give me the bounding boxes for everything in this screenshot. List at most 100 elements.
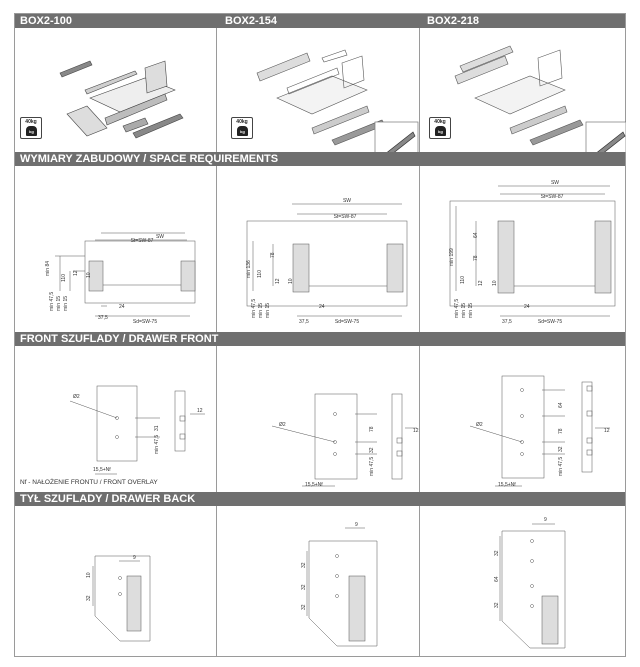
label-min47-5: min 47,5: [558, 457, 564, 476]
back-drawing-box2-154: 9 32 32 32: [301, 522, 378, 647]
column-title-box2-100: BOX2-100: [20, 15, 72, 27]
front-overlay-note: Nf - NAŁOŻENIE FRONTU / FRONT OVERLAY: [20, 479, 158, 486]
label-32: 32: [558, 446, 564, 452]
label-min47-5: min 47,5: [154, 435, 160, 454]
label-min136: min 136: [246, 260, 252, 278]
label-15-5-nf: 15,5+Nf: [93, 467, 111, 473]
label-31: 31: [154, 425, 160, 431]
space-drawing-box2-154: SW St=SW-87 Sd=SW-75 min 136 110 78 12 1…: [246, 198, 408, 325]
label-24: 24: [524, 304, 530, 310]
label-110: 110: [257, 270, 263, 278]
label-64: 64: [473, 232, 479, 238]
label-15-5-nf: 15,5+Nf: [498, 482, 516, 488]
label-12: 12: [275, 278, 281, 284]
label-diameter: Ø2: [73, 394, 80, 400]
label-32-b: 32: [494, 602, 500, 608]
label-12: 12: [197, 408, 203, 414]
label-32-a: 32: [301, 562, 307, 568]
label-min15a: min 15: [461, 303, 467, 318]
badge-weight: 40kg: [25, 119, 37, 125]
label-9: 9: [133, 555, 136, 561]
label-min15a: min 15: [56, 296, 62, 311]
column-title-box2-218: BOX2-218: [427, 15, 479, 27]
front-drawing-box2-154: Ø2 12 78 32 min 47,5 15,5+Nf: [271, 393, 419, 488]
label-32-a: 32: [494, 550, 500, 556]
label-min15a: min 15: [258, 303, 264, 318]
label-st: St=SW-87: [334, 214, 357, 220]
section-title-back: TYŁ SZUFLADY / DRAWER BACK: [20, 493, 196, 505]
badge-weight: 40kg: [434, 119, 446, 125]
label-24: 24: [319, 304, 325, 310]
header-bar: BOX2-100 BOX2-154 BOX2-218: [15, 14, 625, 28]
label-78: 78: [473, 255, 479, 261]
label-9: 9: [544, 517, 547, 523]
label-37-5: 37,5: [299, 319, 309, 325]
label-sw: SW: [156, 234, 164, 240]
column-title-box2-154: BOX2-154: [225, 15, 277, 27]
label-min47-5: min 47,5: [369, 457, 375, 476]
label-12: 12: [604, 428, 610, 434]
load-badge-box2-154: 40kg kg: [231, 117, 253, 139]
label-32: 32: [86, 595, 92, 601]
label-min15b: min 15: [468, 303, 474, 318]
label-min15b: min 15: [63, 296, 69, 311]
front-drawing-box2-218: Ø2 12 64 78 32 min 47,5 15,5+Nf: [469, 375, 610, 488]
label-min47: min 47,5: [49, 292, 55, 311]
label-32-c: 32: [301, 604, 307, 610]
exploded-drawing-box2-218: [454, 45, 626, 152]
label-sd: Sd=SW-75: [335, 319, 359, 325]
label-64: 64: [558, 402, 564, 408]
label-min199: min 199: [449, 248, 455, 266]
section-title-space: WYMIARY ZABUDOWY / SPACE REQUIREMENTS: [20, 153, 279, 165]
section-bar-space: WYMIARY ZABUDOWY / SPACE REQUIREMENTS: [15, 152, 625, 166]
label-12: 12: [478, 280, 484, 286]
load-badge-box2-100: 40kg kg: [20, 117, 42, 139]
label-37-5: 37,5: [502, 319, 512, 325]
label-10: 10: [492, 280, 498, 286]
label-12: 12: [73, 270, 79, 276]
label-9: 9: [355, 522, 358, 528]
label-diameter: Ø2: [279, 422, 286, 428]
label-110: 110: [460, 276, 466, 284]
label-diameter: Ø2: [476, 422, 483, 428]
exploded-drawing-box2-100: [59, 60, 184, 139]
label-78: 78: [270, 252, 276, 258]
label-st: St=SW-87: [131, 238, 154, 244]
label-24: 24: [119, 304, 125, 310]
label-12: 12: [413, 428, 419, 434]
load-badge-box2-218: 40kg kg: [429, 117, 451, 139]
exploded-drawing-box2-154: [256, 49, 419, 152]
front-drawing-box2-100: Ø2 12 31 min 47,5 15,5+Nf: [69, 385, 205, 475]
label-min15b: min 15: [265, 303, 271, 318]
label-37-5: 37,5: [98, 315, 108, 321]
weight-icon: kg: [26, 126, 37, 136]
label-st: St=SW-87: [541, 194, 564, 200]
weight-icon: kg: [435, 126, 446, 136]
label-sd: Sd=SW-75: [538, 319, 562, 325]
label-32: 32: [369, 447, 375, 453]
label-64: 64: [494, 576, 500, 582]
label-min84: min 84: [45, 261, 51, 276]
label-min47: min 47,5: [251, 299, 257, 318]
label-min47: min 47,5: [454, 299, 460, 318]
label-sw: SW: [551, 180, 559, 186]
section-bar-front: FRONT SZUFLADY / DRAWER FRONT: [15, 332, 625, 346]
label-15-5-nf: 15,5+Nf: [305, 482, 323, 488]
catalog-sheet: BOX2-100 BOX2-154 BOX2-218 WYMIARY ZABUD…: [14, 13, 626, 657]
label-78: 78: [369, 426, 375, 432]
back-drawing-box2-218: 9 32 64 32: [494, 517, 566, 649]
label-sd: Sd=SW-75: [133, 319, 157, 325]
back-drawing-box2-100: 9 10 32: [86, 555, 151, 642]
section-bar-back: TYŁ SZUFLADY / DRAWER BACK: [15, 492, 625, 506]
weight-icon: kg: [237, 126, 248, 136]
label-32-b: 32: [301, 584, 307, 590]
section-title-front: FRONT SZUFLADY / DRAWER FRONT: [20, 333, 219, 345]
label-110: 110: [61, 274, 67, 282]
label-10: 10: [288, 278, 294, 284]
label-10: 10: [86, 272, 92, 278]
badge-weight: 40kg: [236, 119, 248, 125]
label-sw: SW: [343, 198, 351, 204]
space-drawing-box2-218: SW St=SW-87 Sd=SW-75 min 199 110 64 78 1…: [449, 180, 616, 325]
label-78: 78: [558, 428, 564, 434]
label-10: 10: [86, 572, 92, 578]
